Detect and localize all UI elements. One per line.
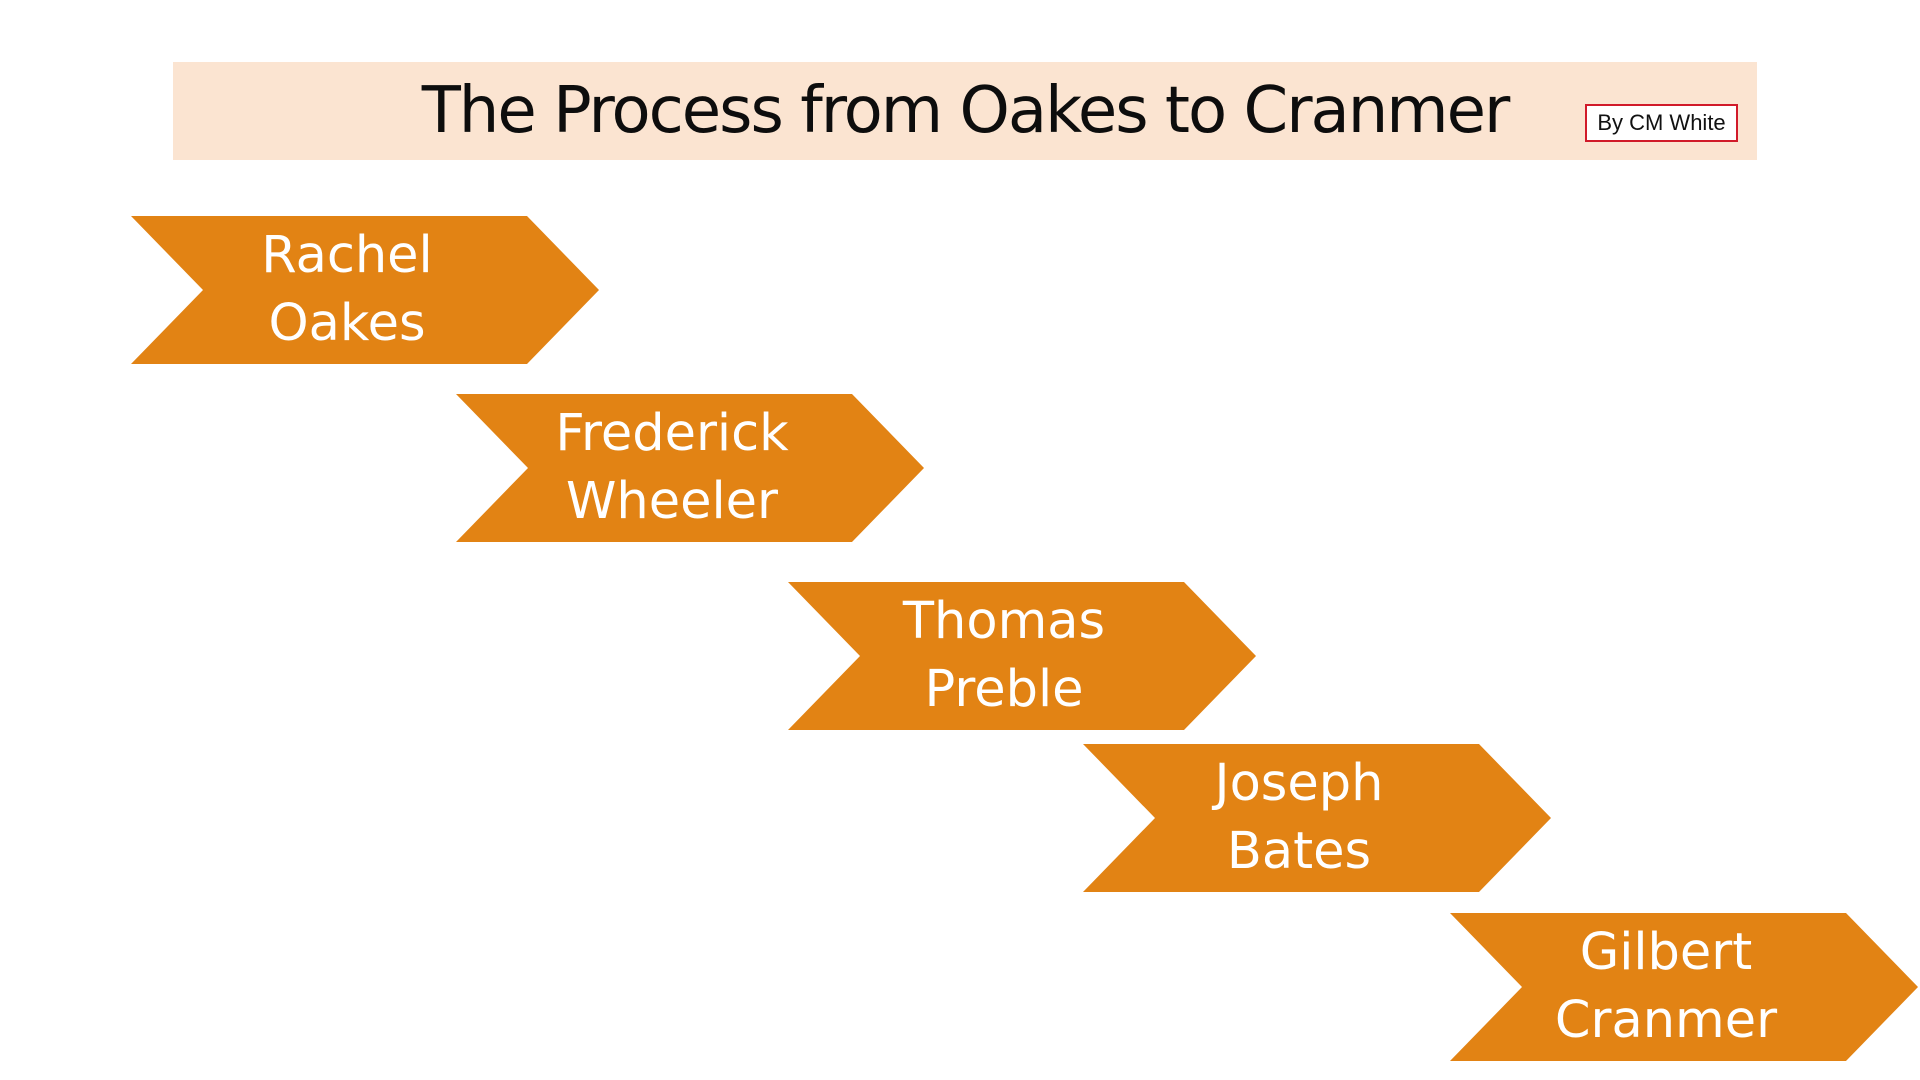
- chevron-label-line2: Oakes: [268, 294, 426, 353]
- chevron-label-line2: Bates: [1226, 822, 1372, 881]
- chevron-shape: [456, 394, 924, 542]
- chevron-label-line2: Preble: [924, 660, 1084, 719]
- chevron-label-line1: Joseph: [1214, 754, 1384, 813]
- chevron-step-5: Gilbert Cranmer: [1450, 913, 1918, 1061]
- chevron-shape: [131, 216, 599, 364]
- chevron-label: Gilbert Cranmer: [1522, 913, 1810, 1061]
- author-credit: By CM White: [1585, 104, 1738, 142]
- chevron-label: Thomas Preble: [860, 582, 1148, 730]
- chevron-label: Rachel Oakes: [203, 216, 491, 364]
- chevron-label-line2: Wheeler: [565, 472, 779, 531]
- chevron-label: Joseph Bates: [1155, 744, 1443, 892]
- chevron-label: Frederick Wheeler: [528, 394, 816, 542]
- chevron-label-line1: Rachel: [261, 226, 433, 285]
- chevron-label-line1: Thomas: [902, 592, 1106, 651]
- chevron-shape: [1450, 913, 1918, 1061]
- chevron-step-2: Frederick Wheeler: [456, 394, 924, 542]
- chevron-step-1: Rachel Oakes: [131, 216, 599, 364]
- chevron-step-4: Joseph Bates: [1083, 744, 1551, 892]
- chevron-label-line1: Frederick: [555, 404, 789, 463]
- chevron-label-line1: Gilbert: [1579, 923, 1753, 982]
- chevron-shape: [1083, 744, 1551, 892]
- chevron-shape: [788, 582, 1256, 730]
- chevron-step-3: Thomas Preble: [788, 582, 1256, 730]
- title-band: The Process from Oakes to Cranmer: [173, 62, 1757, 160]
- slide-title: The Process from Oakes to Cranmer: [421, 74, 1511, 148]
- chevron-label-line2: Cranmer: [1554, 991, 1778, 1050]
